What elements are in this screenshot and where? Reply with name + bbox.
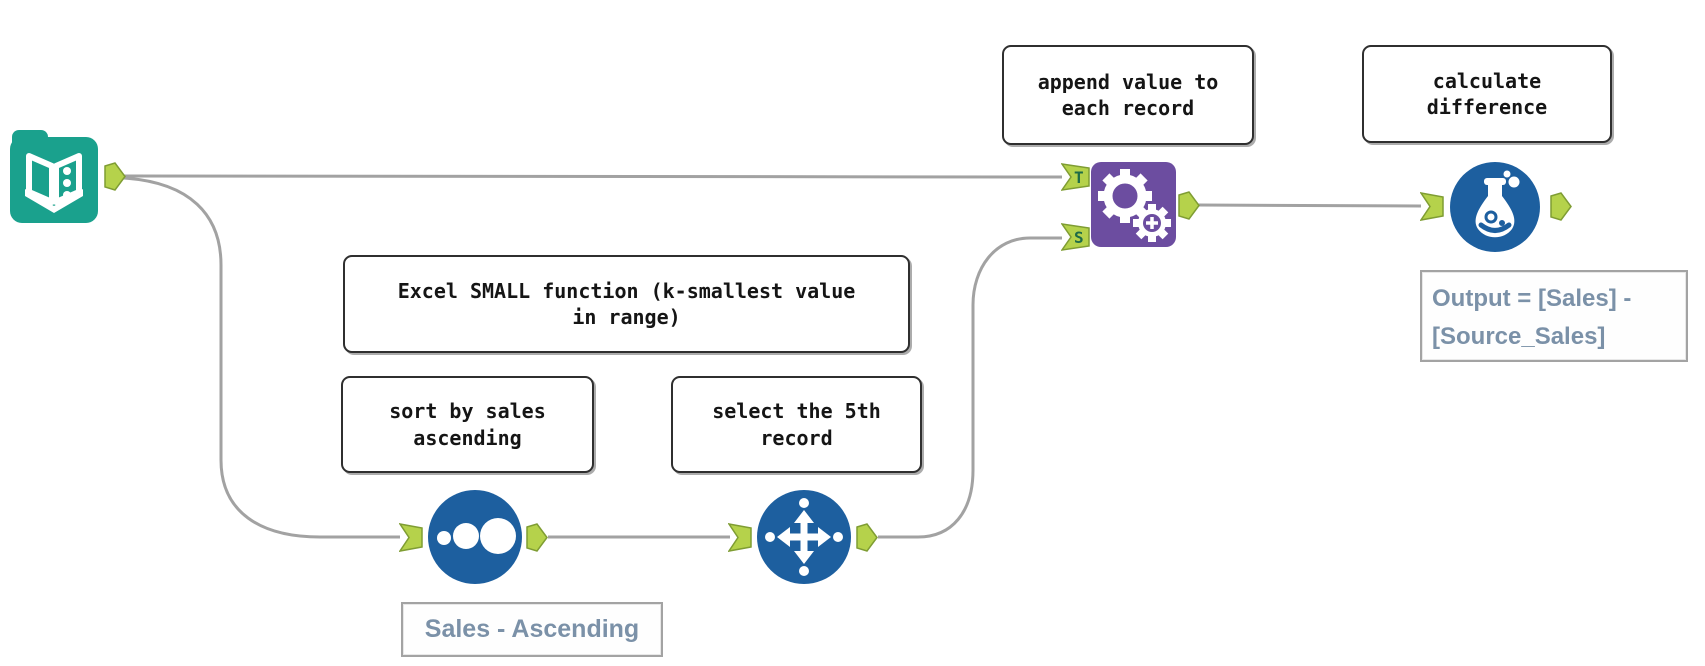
input-data-output-anchor[interactable] [104, 162, 126, 191]
append-target-anchor[interactable]: T [1061, 163, 1090, 191]
append-fields-tool[interactable] [1091, 162, 1176, 247]
sort-tool[interactable] [428, 490, 522, 584]
comment-excel-small-function[interactable]: Excel SMALL function (k-smallest value i… [343, 255, 910, 353]
three-dots-icon [428, 490, 522, 584]
connection-select-to-append-s[interactable] [878, 236, 1062, 539]
sort-output-anchor[interactable] [526, 523, 548, 552]
comment-select-5th-record[interactable]: select the 5th record [671, 376, 922, 473]
comment-calculate-difference[interactable]: calculate difference [1362, 45, 1612, 143]
formula-annotation[interactable]: Output = [Sales] - [Source_Sales] [1420, 270, 1688, 362]
select-records-input-anchor[interactable] [728, 523, 752, 552]
formula-output-anchor[interactable] [1550, 192, 1572, 221]
cross-arrows-icon [757, 490, 851, 584]
connection-input-to-append-t[interactable] [122, 174, 1063, 179]
formula-tool[interactable] [1450, 162, 1540, 252]
connection-append-to-formula[interactable] [1197, 203, 1422, 208]
append-source-anchor[interactable]: S [1061, 223, 1090, 251]
sort-input-anchor[interactable] [399, 523, 423, 552]
comment-append-value[interactable]: append value to each record [1002, 45, 1254, 145]
select-records-tool[interactable] [757, 490, 851, 584]
sort-annotation[interactable]: Sales - Ascending [401, 602, 663, 657]
comment-sort-by-sales[interactable]: sort by sales ascending [341, 376, 594, 473]
book-icon [10, 130, 98, 223]
svg-text:S: S [1074, 228, 1084, 247]
svg-text:T: T [1074, 168, 1084, 187]
formula-input-anchor[interactable] [1420, 192, 1444, 221]
flask-icon [1450, 162, 1540, 252]
select-records-output-anchor[interactable] [856, 523, 878, 552]
connection-input-to-sort[interactable] [122, 176, 400, 539]
append-output-anchor[interactable] [1178, 191, 1200, 220]
input-data-tool[interactable] [10, 130, 98, 223]
gears-icon [1091, 162, 1176, 247]
